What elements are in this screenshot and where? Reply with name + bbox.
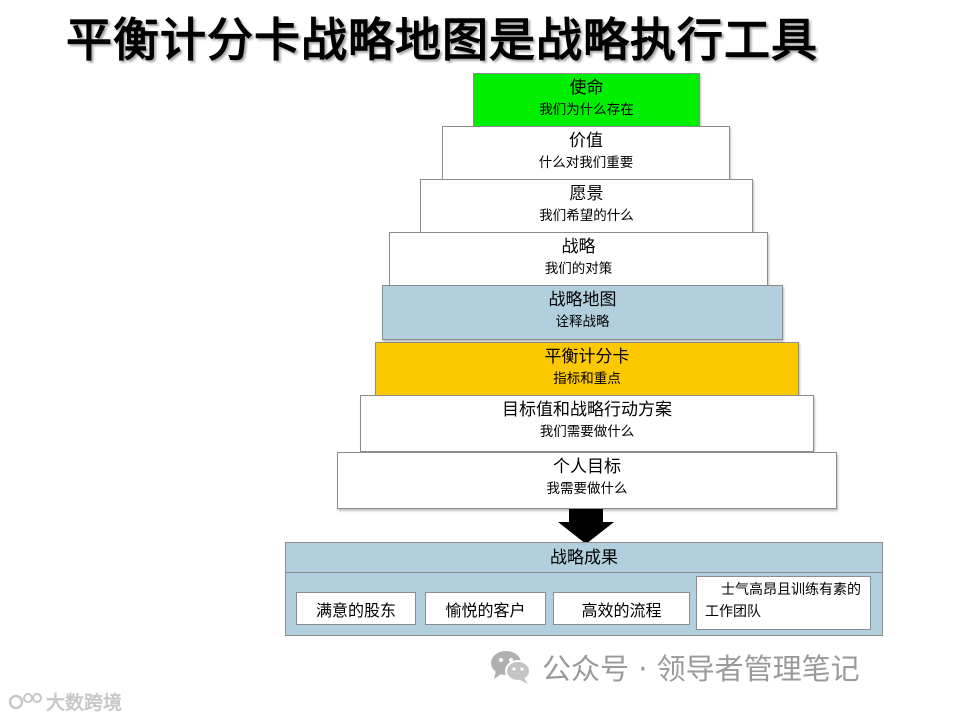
tier-vision: 愿景 我们希望的什么 — [420, 179, 753, 233]
wechat-watermark: 公众号 · 领导者管理笔记 — [490, 646, 860, 688]
tier-title: 价值 — [569, 131, 603, 151]
tier-subtitle: 我们需要做什么 — [539, 424, 635, 440]
tier-title: 愿景 — [569, 184, 604, 204]
outcome-shareholders: 满意的股东 — [296, 592, 416, 625]
tier-mission: 使命 我们为什么存在 — [473, 73, 700, 127]
tier-title: 平衡计分卡 — [544, 347, 630, 367]
tier-title: 使命 — [569, 78, 604, 98]
tier-title: 个人目标 — [553, 457, 621, 477]
tier-balanced-scorecard: 平衡计分卡 指标和重点 — [375, 342, 799, 396]
tier-values: 价值 什么对我们重要 — [442, 126, 730, 180]
logo-mark-icon — [8, 692, 42, 709]
outcomes-title: 战略成果 — [286, 543, 882, 573]
wechat-icon — [491, 651, 531, 684]
tier-targets-initiatives: 目标值和战略行动方案 我们需要做什么 — [360, 395, 814, 452]
tier-title: 目标值和战略行动方案 — [502, 400, 672, 420]
slide-title: 平衡计分卡战略地图是战略执行工具 — [66, 13, 818, 67]
tier-personal-goals: 个人目标 我需要做什么 — [337, 452, 837, 509]
strategic-outcomes-panel: 战略成果 满意的股东 愉悦的客户 高效的流程 士气高昂且训练有素的工作团队 — [285, 542, 883, 636]
brand-logo: 大数跨境 — [8, 688, 122, 715]
tier-subtitle: 什么对我们重要 — [538, 155, 634, 171]
outcome-processes: 高效的流程 — [553, 592, 690, 625]
tier-subtitle: 我们希望的什么 — [539, 208, 634, 224]
tier-subtitle: 我们为什么存在 — [539, 102, 634, 118]
tier-subtitle: 诠释战略 — [555, 314, 610, 330]
tier-title: 战略地图 — [548, 290, 617, 310]
outcome-customers: 愉悦的客户 — [425, 592, 546, 625]
tier-subtitle: 我需要做什么 — [546, 481, 628, 497]
tier-subtitle: 指标和重点 — [553, 371, 621, 387]
tier-subtitle: 我们的对策 — [544, 261, 613, 277]
tier-strategy-map: 战略地图 诠释战略 — [382, 285, 783, 340]
watermark-text: 公众号 · 领导者管理笔记 — [542, 652, 860, 686]
tier-strategy: 战略 我们的对策 — [389, 232, 768, 286]
down-arrow-icon — [558, 509, 614, 544]
logo-text: 大数跨境 — [46, 692, 123, 714]
outcome-workforce: 士气高昂且训练有素的工作团队 — [696, 576, 871, 630]
tier-title: 战略 — [561, 237, 596, 257]
